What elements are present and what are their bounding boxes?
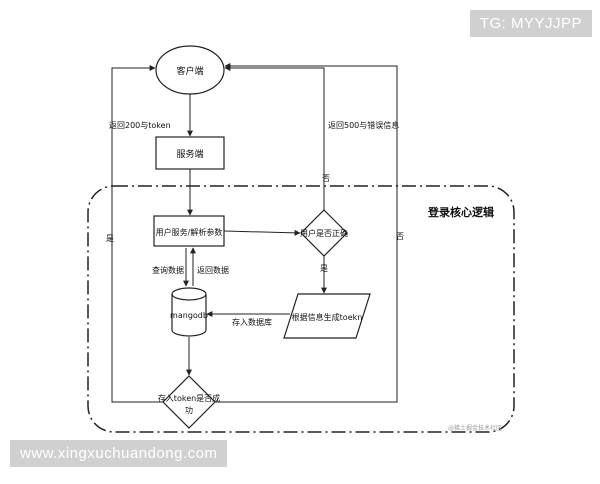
- core-logic-region: [87, 185, 515, 433]
- region-title: 登录核心逻辑: [427, 205, 494, 219]
- label-no-right: 否: [396, 232, 404, 241]
- watermark-bottom: www.xingxuchuandong.com: [10, 440, 228, 467]
- label-yes-left: 是: [106, 234, 114, 243]
- label-return-200: 返回200与token: [109, 121, 171, 130]
- client-label: 客户端: [176, 65, 203, 77]
- parse-node: [153, 215, 225, 247]
- credit-text: @稀土掘金技术社区: [448, 424, 502, 432]
- gen-token-node: [283, 293, 371, 339]
- label-return-data: 返回数据: [197, 265, 229, 275]
- db-node: [171, 287, 207, 337]
- label-return-500: 返回500与错误信息: [328, 120, 399, 130]
- server-label: 服务端: [176, 148, 203, 160]
- store-label-line1: 存入token是否成: [158, 393, 220, 403]
- store-label-line2: 功: [185, 405, 193, 415]
- gen-token-label: 根据信息生成toekn: [292, 312, 363, 322]
- edge-store-client-no: [215, 63, 398, 403]
- edge-store-client-yes: [111, 65, 163, 403]
- check-label: 用户是否正确: [300, 228, 348, 238]
- server-node: [155, 136, 225, 170]
- watermark-top: TG: MYYJJPP: [469, 10, 592, 37]
- label-no-top: 否: [322, 174, 330, 183]
- label-store-db: 存入数据库: [232, 317, 272, 327]
- label-yes-check: 是: [320, 264, 328, 273]
- edge-parse-check: [223, 229, 301, 236]
- label-query: 查询数据: [152, 265, 184, 275]
- db-label: mangodb: [170, 311, 208, 320]
- parse-label: 用户服务/解析参数: [156, 227, 223, 237]
- edge-check-client-no: [224, 65, 325, 210]
- store-node: [162, 375, 216, 429]
